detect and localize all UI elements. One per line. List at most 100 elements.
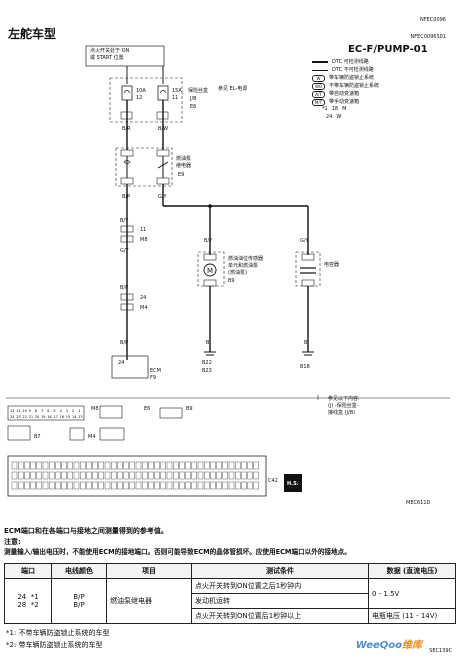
ecm-pin-cell <box>135 461 142 470</box>
wire-by-label: B/Y <box>120 218 129 224</box>
wiring-diagram: M <box>6 45 450 400</box>
wire-gy-label-2: G/Y <box>120 248 129 254</box>
diagram-title: EC-F/PUMP-01 <box>348 44 428 55</box>
ecm-pin-cell <box>18 481 24 490</box>
conn1-pin: 11 <box>140 227 147 233</box>
ecm-pin-cell <box>86 461 92 470</box>
conn2-pin: 24 <box>140 295 147 301</box>
pin-label: 24 <box>10 415 15 419</box>
ground-1: B22 <box>202 360 212 366</box>
ecm-pin-cell <box>11 471 18 480</box>
pin-label: 5 <box>53 409 55 413</box>
ecm-pin-cell <box>166 471 173 480</box>
caution-text: 测量输入/输出电压时，不能使用ECM的接地端口。否则可能导致ECM的晶体管损坏。… <box>4 548 351 556</box>
legend-item: WO 不带车辆防盗锁止系统 <box>312 82 379 90</box>
b7-label: B7 <box>34 434 41 440</box>
page-code: NFEC0096 <box>420 17 446 23</box>
ecm-pin-cell <box>42 461 49 470</box>
ecm-pin-cell <box>185 481 191 490</box>
m4-label: M4 <box>88 434 96 440</box>
ecm-ref: F9 <box>150 375 157 381</box>
legend-text: 带车辆防盗锁止系统 <box>329 75 375 81</box>
wire-gy-label-3: G/Y <box>300 238 309 244</box>
ecm-pin-cell <box>241 461 247 470</box>
ecm-pin-cell <box>228 481 235 490</box>
legend-text: 带手动变速箱 <box>329 99 360 105</box>
legend-text: 不带车辆防盗锁止系统 <box>329 83 380 89</box>
legend-note-value: 24 <box>326 114 333 120</box>
ecm-pin-cell <box>61 481 67 490</box>
ecm-pin-cell <box>172 481 179 490</box>
ecm-pin-cell <box>67 461 74 470</box>
ecm-pin-cell <box>203 471 210 480</box>
wire-by-label-2: B/Y <box>204 238 213 244</box>
cell-condition-1: 点火开关转到ON位置之后1秒钟内 <box>191 578 369 594</box>
figure-code: MEC611D <box>406 500 431 506</box>
ecm-label: ECM <box>150 368 161 374</box>
pin-label: 14 <box>72 415 77 419</box>
ground-code: B18 <box>300 364 310 370</box>
ecm-pin-cell <box>67 481 74 490</box>
pin-label: 9 <box>29 409 31 413</box>
ecm-pin-cell <box>166 461 173 470</box>
legend-code: A/T <box>312 90 325 98</box>
pin-label: 6 <box>47 409 49 413</box>
fuse1-amp: 10A <box>136 88 146 94</box>
legend-not-detectable: DTC 不可检测线路 <box>332 67 374 73</box>
ecm-pin-cell <box>129 481 136 490</box>
fuse2-amp: 15A <box>172 88 182 94</box>
conn2-ref: M4 <box>140 305 148 311</box>
ecm-pin-cell <box>24 461 30 470</box>
fuel-unit-ref: B9 <box>228 278 235 284</box>
ecm-pin-cell <box>86 471 92 480</box>
ecm-pin-cell <box>160 461 167 470</box>
legend-code: WO <box>312 82 325 90</box>
ecm-pin-cell <box>222 471 229 480</box>
ecm-pin-cell <box>234 471 241 480</box>
pin-label: 10 <box>22 409 26 413</box>
reference-table: 端口 电线颜色 项目 测试条件 数据 (直流电压) 24 *1 28 *2 B/… <box>4 563 456 624</box>
ecm-pin-cell <box>148 481 154 490</box>
ecm-pin-cell <box>49 461 55 470</box>
hs-label: H.S. <box>287 481 299 487</box>
ecm-pin-cell <box>117 471 123 480</box>
b9-label: B9 <box>186 406 193 412</box>
ecm-pin-cell <box>104 481 111 490</box>
legend-detectable: DTC 可检测线路 <box>332 59 369 65</box>
ecm-pin-cell <box>11 461 18 470</box>
m8-label: M8 <box>91 406 99 412</box>
ecm-pin-cell <box>123 481 129 490</box>
ecm-connector-outline <box>7 455 267 497</box>
pin-label: 23 <box>16 415 20 419</box>
ecm-pin-cell <box>36 471 42 480</box>
footer-code: SEC139C <box>429 648 452 654</box>
cell-wire: B/P B/P <box>51 578 107 624</box>
refer-box: 参见以下内容: (J) -保险丝盒- 接线盒 (J/B) <box>328 396 360 416</box>
pin-label: 4 <box>60 409 63 413</box>
ecm-pin-cell <box>216 471 222 480</box>
ecm-pin-cell <box>11 481 18 490</box>
ecm-pin-cell <box>73 461 80 470</box>
ecm-pin-cell <box>123 471 129 480</box>
ecm-pin-cell <box>197 481 204 490</box>
ecm-pin-cell <box>117 481 123 490</box>
ecm-pin-cell <box>247 471 253 480</box>
ecm-pin-cell <box>247 481 253 490</box>
ecm-pin-cell <box>73 471 80 480</box>
pin-label: 15 <box>66 415 70 419</box>
ecm-pin-cell <box>228 461 235 470</box>
fuse1-no: 12 <box>136 95 143 101</box>
fuse2-no: 11 <box>172 95 179 101</box>
legend-note-code: W <box>336 114 342 120</box>
ecm-pin-cell <box>55 461 61 470</box>
wire-bp-label-3: B/P <box>120 340 129 346</box>
pin-label: 20 <box>35 415 39 419</box>
see-el-label: 参见 EL-电源 <box>218 86 248 92</box>
ecm-pin-cell <box>148 461 154 470</box>
legend-note-code: M <box>342 106 347 112</box>
caution-title: 注意: <box>4 538 21 546</box>
ground-2: B23 <box>202 368 212 374</box>
watermark-cn: 维库 <box>402 640 422 651</box>
wire-bw-label: B/W <box>158 126 169 132</box>
